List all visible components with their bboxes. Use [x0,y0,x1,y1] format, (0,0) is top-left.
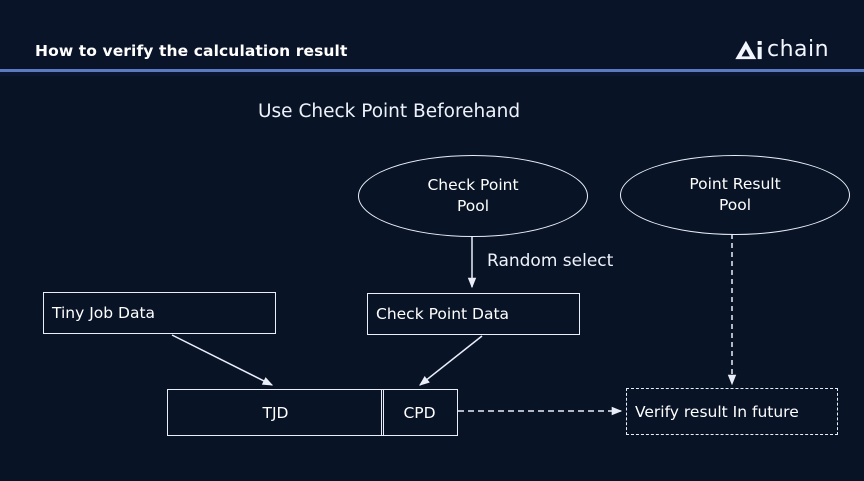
slide-header: How to verify the calculation result cha… [0,0,864,76]
node-check-point-pool[interactable]: Check Point Pool [358,155,588,237]
node-tiny-job-data-label: Tiny Job Data [52,304,156,322]
header-divider-shadow [0,72,864,76]
edge-label-random-select: Random select [487,251,614,271]
edge-check-point-data-to-cpd [419,335,483,386]
node-check-point-pool-line1: Check Point [427,176,519,194]
node-check-point-data-label: Check Point Data [376,305,510,323]
brand-logo: chain [734,36,829,64]
ai-triangle-mark-icon [735,40,762,60]
node-verify-result[interactable]: Verify result In future [626,388,838,435]
node-tiny-job-data[interactable]: Tiny Job Data [43,292,276,334]
page-title: How to verify the calculation result [35,42,348,60]
edge-tiny-job-data-to-tjd [171,334,274,386]
brand-logo-text: chain [767,37,830,62]
node-point-result-pool[interactable]: Point Result Pool [620,155,850,235]
slide-subtitle: Use Check Point Beforehand [258,101,521,122]
node-point-result-pool-line2: Pool [718,196,752,214]
node-verify-result-label: Verify result In future [635,402,799,421]
node-cpd[interactable]: CPD [381,389,458,436]
node-tjd[interactable]: TJD [167,389,384,436]
node-tjd-label: TJD [262,403,289,422]
header-divider [0,69,864,72]
node-check-point-data[interactable]: Check Point Data [367,293,580,335]
node-cpd-label: CPD [403,403,436,422]
node-point-result-pool-line1: Point Result [689,175,781,193]
node-check-point-pool-line2: Pool [456,197,490,215]
